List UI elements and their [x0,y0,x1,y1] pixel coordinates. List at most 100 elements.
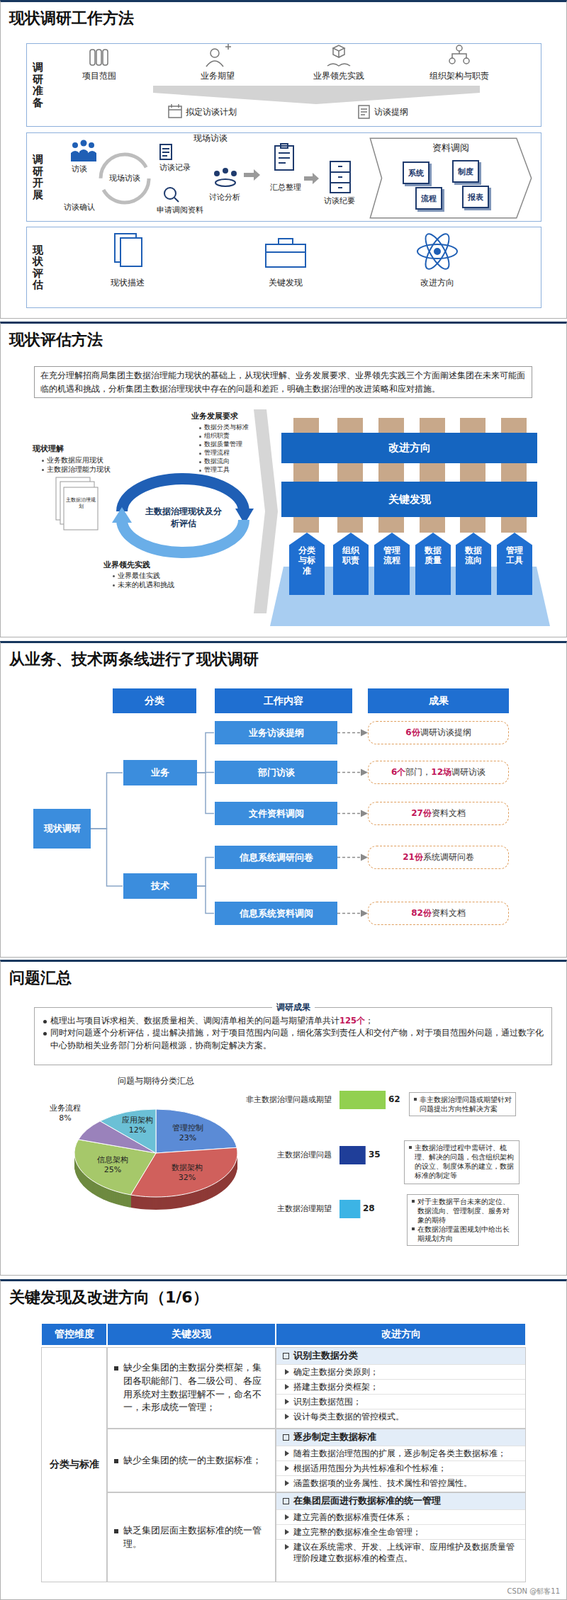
work-icons [215,179,236,187]
task-box: 信息系统资料调阅 [214,902,338,926]
prep-icons [102,49,108,66]
table-cell: 改进方向 [276,1328,526,1342]
prep-icons [90,49,95,66]
aspect-item: 业界最佳实践 [111,571,183,581]
result-arrow [337,813,368,816]
doc-box: 制度 [452,160,480,183]
table-cell: 缺乏集团层面主数据标准的统一管理。 [113,1525,270,1553]
table-cell: 缺少全集团的统一的主数据标准； [113,1455,270,1469]
section-title: 问题汇总 [9,968,72,990]
category-box: 技术 [123,873,198,900]
table-cell: 关键发现 [107,1328,275,1342]
node-text: 管理工具 [505,545,524,596]
node-text: 梳理出与项目诉求相关、数据质量相关、调阅清单相关的问题与期望清单共计125个； [41,1015,545,1028]
column-header: 分类 [112,688,197,714]
doc-box: 报表 [462,185,490,209]
heads [231,170,237,177]
assess-icons [278,238,293,245]
prep-icons [358,105,370,119]
node-text: 报表 [467,192,484,203]
chart-title: 问题与期待分类汇总 [99,1076,213,1088]
aspect-heading: 业界领先实践 [103,560,168,571]
cycle-ring [100,154,149,203]
text-run: 27份 [411,808,432,819]
icon-label: 关键发现 [250,277,322,289]
icon-label: 业务期望 [182,70,254,82]
section-title: 现状评估方法 [9,329,103,351]
tree-line [197,858,215,888]
text-run: 调研成果 [276,1002,311,1013]
assess-icons [420,231,453,273]
pie-chart [74,1109,238,1211]
node-text: 工作内容 [263,695,304,709]
summary-box: 调研成果梳理出与项目诉求相关、数据质量相关、调阅清单相关的问题与期望清单共计12… [34,1007,553,1066]
node-text: 数据质量 [423,545,442,596]
result-box: 6个部门，12场调研访谈 [367,761,509,785]
node-text: 主数据治理现状及分析评估 [141,506,226,531]
icon-label: 项目范围 [63,70,135,82]
table-cell-box: 分类与标准 [41,1348,108,1584]
table-cell-box: 逐步制定主数据标准随着主数据治理范围的扩展，逐步制定各类主数据标准；根据适用范围… [275,1429,526,1494]
cycle-arrow [111,507,132,524]
prep-icons [168,106,182,118]
slice-value: 8% [45,1114,86,1125]
icon-label: 访谈提纲 [374,107,431,118]
table-cell: 建立完整的数据标准全生命管理； [276,1525,526,1541]
table-cell: 识别主数据范围； [276,1394,526,1410]
text-run: 12场 [430,767,452,778]
people-icon [80,140,88,147]
result-box: 82份资料文档 [367,902,509,926]
work-icons [174,197,179,202]
doc-box: 系统 [402,161,430,185]
text-run: 梳理出与项目诉求相关、数据质量相关、调阅清单相关的问题与期望清单共计 [50,1016,340,1027]
heads [214,170,220,177]
node-text: 调研成果 [272,1002,315,1015]
assess-icons [265,244,306,268]
aspect-item: 业务数据应用现状 [41,456,127,465]
node-outline [455,532,492,596]
node-text: 21份系统调研问卷 [402,851,475,864]
cycle-center: 主数据治理现状及分析评估 [141,503,226,533]
table-cell: 管控维度 [41,1328,107,1342]
prep-icons [327,45,351,66]
section-panel: 问题汇总调研成果梳理出与项目诉求相关、数据质量相关、调阅清单相关的问题与期望清单… [0,960,567,1277]
node-text: 业务 [150,766,170,780]
node-text: 流程 [420,193,437,205]
bar-value: 28 [362,1204,382,1215]
work-icons [330,161,351,193]
node-text: 管理流程 [382,545,401,596]
text-run: 125个 [339,1016,366,1027]
column-header: 工作内容 [214,688,353,714]
callout-box: 主数据治理过程中需研讨、梳理、解决的问题，包含组织架构的设立、制度体系的建立，数… [403,1141,520,1186]
slice-label: 业务流程 [45,1104,86,1115]
assess-icons [265,251,306,254]
icon-label: 访谈确认 [58,202,101,213]
node-text: 技术 [150,880,170,894]
node-outline [415,532,451,596]
table-cell-box: 识别主数据分类确定主数据分类原则；搭建主数据分类框架；识别主数据范围；设计每类主… [275,1348,526,1430]
column-header: 成果 [367,688,509,714]
table-cell-box: 改进方向 [275,1323,526,1347]
icon-label: 申请调阅资料 [150,205,210,216]
section-title: 从业务、技术两条线进行了现状调研 [9,649,259,671]
node-outline [333,532,369,596]
node-text: 82份资料文档 [411,907,466,920]
pillar-arrow: 分类与标准 [289,532,325,596]
aspect-item: 数据流向 [198,457,253,466]
aspect-item: 管理工具 [198,466,253,475]
slice-value: 23% [167,1134,208,1144]
node-text: 信息系统调研问卷 [239,851,314,865]
people-icon [70,140,97,163]
work-icons [162,148,170,156]
callout-box: 对于主数据平台未来的定位、数据流向、管理制度、服务对象的期待在数据治理蓝图规划中… [406,1194,519,1247]
icon-label: 访谈纪要 [318,196,361,207]
slice-value: 12% [117,1126,158,1137]
table-cell: 分类与标准 [41,1459,107,1473]
bar-label: 非主数据治理问题或期望 [212,1095,332,1106]
icon-label: 改进方向 [401,277,473,289]
cycle-label: 现场访谈 [103,173,147,184]
root-box: 现状调研 [33,809,91,850]
stage-band: 调研开展资料调阅系统制度流程报表 [26,132,542,222]
category-box: 业务 [123,760,198,787]
